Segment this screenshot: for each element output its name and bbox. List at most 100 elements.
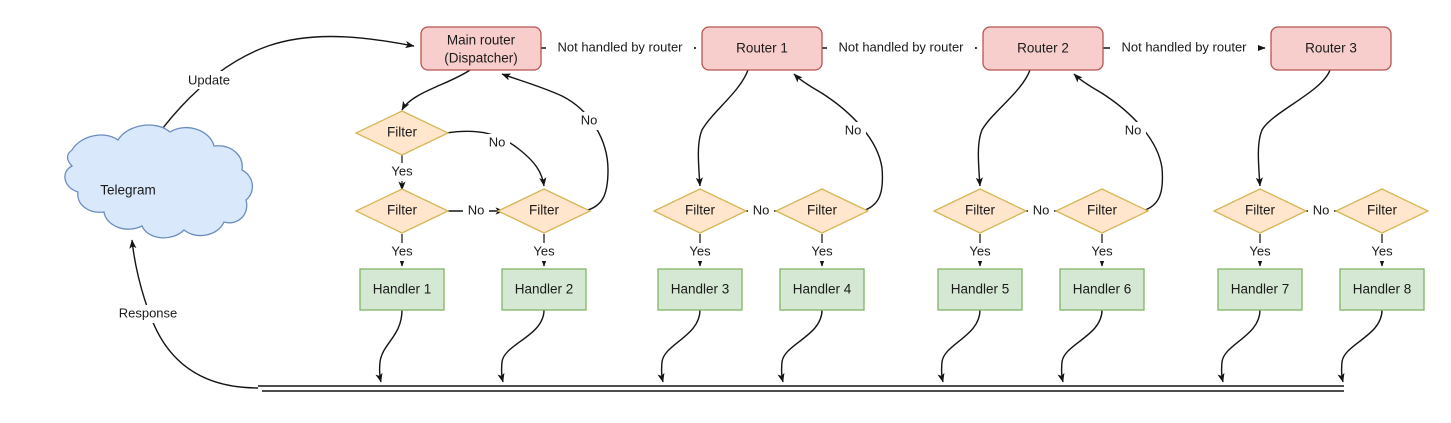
label-bg-yes-9 (1365, 243, 1399, 261)
router-node-1[interactable]: Router 1 (701, 26, 823, 71)
label-bg-yes-4 (683, 243, 717, 261)
edge-handler8-to-bus (1337, 309, 1383, 383)
handler-node-7[interactable]: Handler 7 (1217, 268, 1303, 311)
edge-main-to-filter0 (401, 69, 471, 111)
handler1-box (359, 268, 445, 311)
label-bg-no-d (840, 122, 866, 140)
label-bg-yes-2 (385, 243, 419, 261)
edge-handler3-to-bus (657, 309, 701, 383)
filter-node-8[interactable]: Filter (1334, 188, 1430, 234)
label-bg-update (180, 71, 238, 89)
label-bg-not-handled-2 (827, 39, 975, 57)
handler3-label: Handler 3 (671, 282, 730, 297)
label-bg-no-g (1028, 202, 1054, 220)
filter-node-0[interactable]: Filter (354, 110, 450, 156)
label-yes-7: Yes (1091, 243, 1113, 258)
filter1-diamond (354, 188, 450, 234)
filter-node-7[interactable]: Filter (1212, 188, 1308, 234)
filter6-label: Filter (1087, 203, 1118, 218)
main-router-box (420, 26, 542, 71)
label-bg-no-h (1308, 202, 1334, 220)
label-bg-yes-6 (963, 243, 997, 261)
label-bg-yes-1 (385, 163, 419, 181)
handler-node-4[interactable]: Handler 4 (779, 268, 865, 311)
label-no-e: No (753, 202, 770, 217)
label-bg-no-e (748, 202, 774, 220)
handler7-box (1217, 268, 1303, 311)
handler7-label: Handler 7 (1231, 282, 1290, 297)
label-yes-4: Yes (689, 243, 711, 258)
edge-filter0-no-to-filter2 (445, 130, 547, 187)
label-bg-no-f (1120, 122, 1146, 140)
router-node-2[interactable]: Router 2 (982, 26, 1104, 71)
label-update: Update (188, 72, 230, 87)
handler-node-6[interactable]: Handler 6 (1059, 268, 1145, 311)
filter7-label: Filter (1245, 203, 1276, 218)
filter8-diamond (1334, 188, 1430, 234)
filter1-label: Filter (387, 203, 418, 218)
filter0-diamond (354, 110, 450, 156)
filter-node-4[interactable]: Filter (774, 188, 870, 234)
handler-node-2[interactable]: Handler 2 (501, 268, 587, 311)
filter3-label: Filter (685, 203, 716, 218)
handler8-label: Handler 8 (1353, 282, 1412, 297)
label-bg-response (110, 305, 186, 323)
filter7-diamond (1212, 188, 1308, 234)
filter2-label: Filter (529, 203, 560, 218)
label-no-h: No (1313, 202, 1330, 217)
telegram-label: Telegram (100, 183, 156, 198)
router1-box (701, 26, 823, 71)
handler-node-1[interactable]: Handler 1 (359, 268, 445, 311)
handler6-label: Handler 6 (1073, 282, 1132, 297)
label-yes-6: Yes (969, 243, 991, 258)
handler4-box (779, 268, 865, 311)
label-bg-yes-8 (1243, 243, 1277, 261)
handler-node-8[interactable]: Handler 8 (1339, 268, 1425, 311)
main-router-label-line1: Main router (447, 33, 516, 48)
filter-node-6[interactable]: Filter (1054, 188, 1150, 234)
edge-filter2-no-to-main (501, 73, 609, 212)
main-router-label-line2: (Dispatcher) (444, 51, 518, 66)
cloud-icon (64, 124, 253, 239)
handler-node-5[interactable]: Handler 5 (937, 268, 1023, 311)
router-node-main[interactable]: Main router (Dispatcher) (420, 26, 542, 71)
edge-handler7-to-bus (1217, 309, 1261, 383)
filter-node-3[interactable]: Filter (652, 188, 748, 234)
label-not-handled-2: Not handled by router (838, 39, 964, 54)
edge-filter4-no-to-router1 (793, 73, 884, 212)
filter-node-5[interactable]: Filter (932, 188, 1028, 234)
label-no-f: No (1125, 122, 1142, 137)
label-no-g: No (1033, 202, 1050, 217)
handler4-label: Handler 4 (793, 282, 852, 297)
label-no-a: No (489, 134, 506, 149)
filter6-diamond (1054, 188, 1150, 234)
handler6-box (1059, 268, 1145, 311)
router3-box (1270, 26, 1392, 71)
filter-node-2[interactable]: Filter (496, 188, 592, 234)
filter5-diamond (932, 188, 1028, 234)
handler5-box (937, 268, 1023, 311)
label-yes-8: Yes (1249, 243, 1271, 258)
label-no-d: No (845, 122, 862, 137)
router-node-3[interactable]: Router 3 (1270, 26, 1392, 71)
label-bg-yes-5 (805, 243, 839, 261)
handler3-box (657, 268, 743, 311)
filter8-label: Filter (1367, 203, 1398, 218)
label-yes-9: Yes (1371, 243, 1393, 258)
label-bg-no-a (484, 134, 510, 152)
filter0-label: Filter (387, 125, 418, 140)
label-not-handled-3: Not handled by router (1121, 39, 1247, 54)
telegram-cloud-node[interactable]: Telegram (64, 124, 253, 239)
label-yes-2: Yes (391, 243, 413, 258)
filter-node-1[interactable]: Filter (354, 188, 450, 234)
label-yes-5: Yes (811, 243, 833, 258)
label-yes-1: Yes (391, 163, 413, 178)
edge-handler4-to-bus (777, 309, 823, 383)
filter4-diamond (774, 188, 870, 234)
edge-label-group: Update Response Not handled by router No… (110, 39, 1399, 323)
router1-label: Router 1 (736, 41, 788, 56)
router2-label: Router 2 (1017, 41, 1069, 56)
handler-node-3[interactable]: Handler 3 (657, 268, 743, 311)
label-bg-no-c (463, 202, 489, 220)
edge-handler5-to-bus (937, 309, 981, 383)
